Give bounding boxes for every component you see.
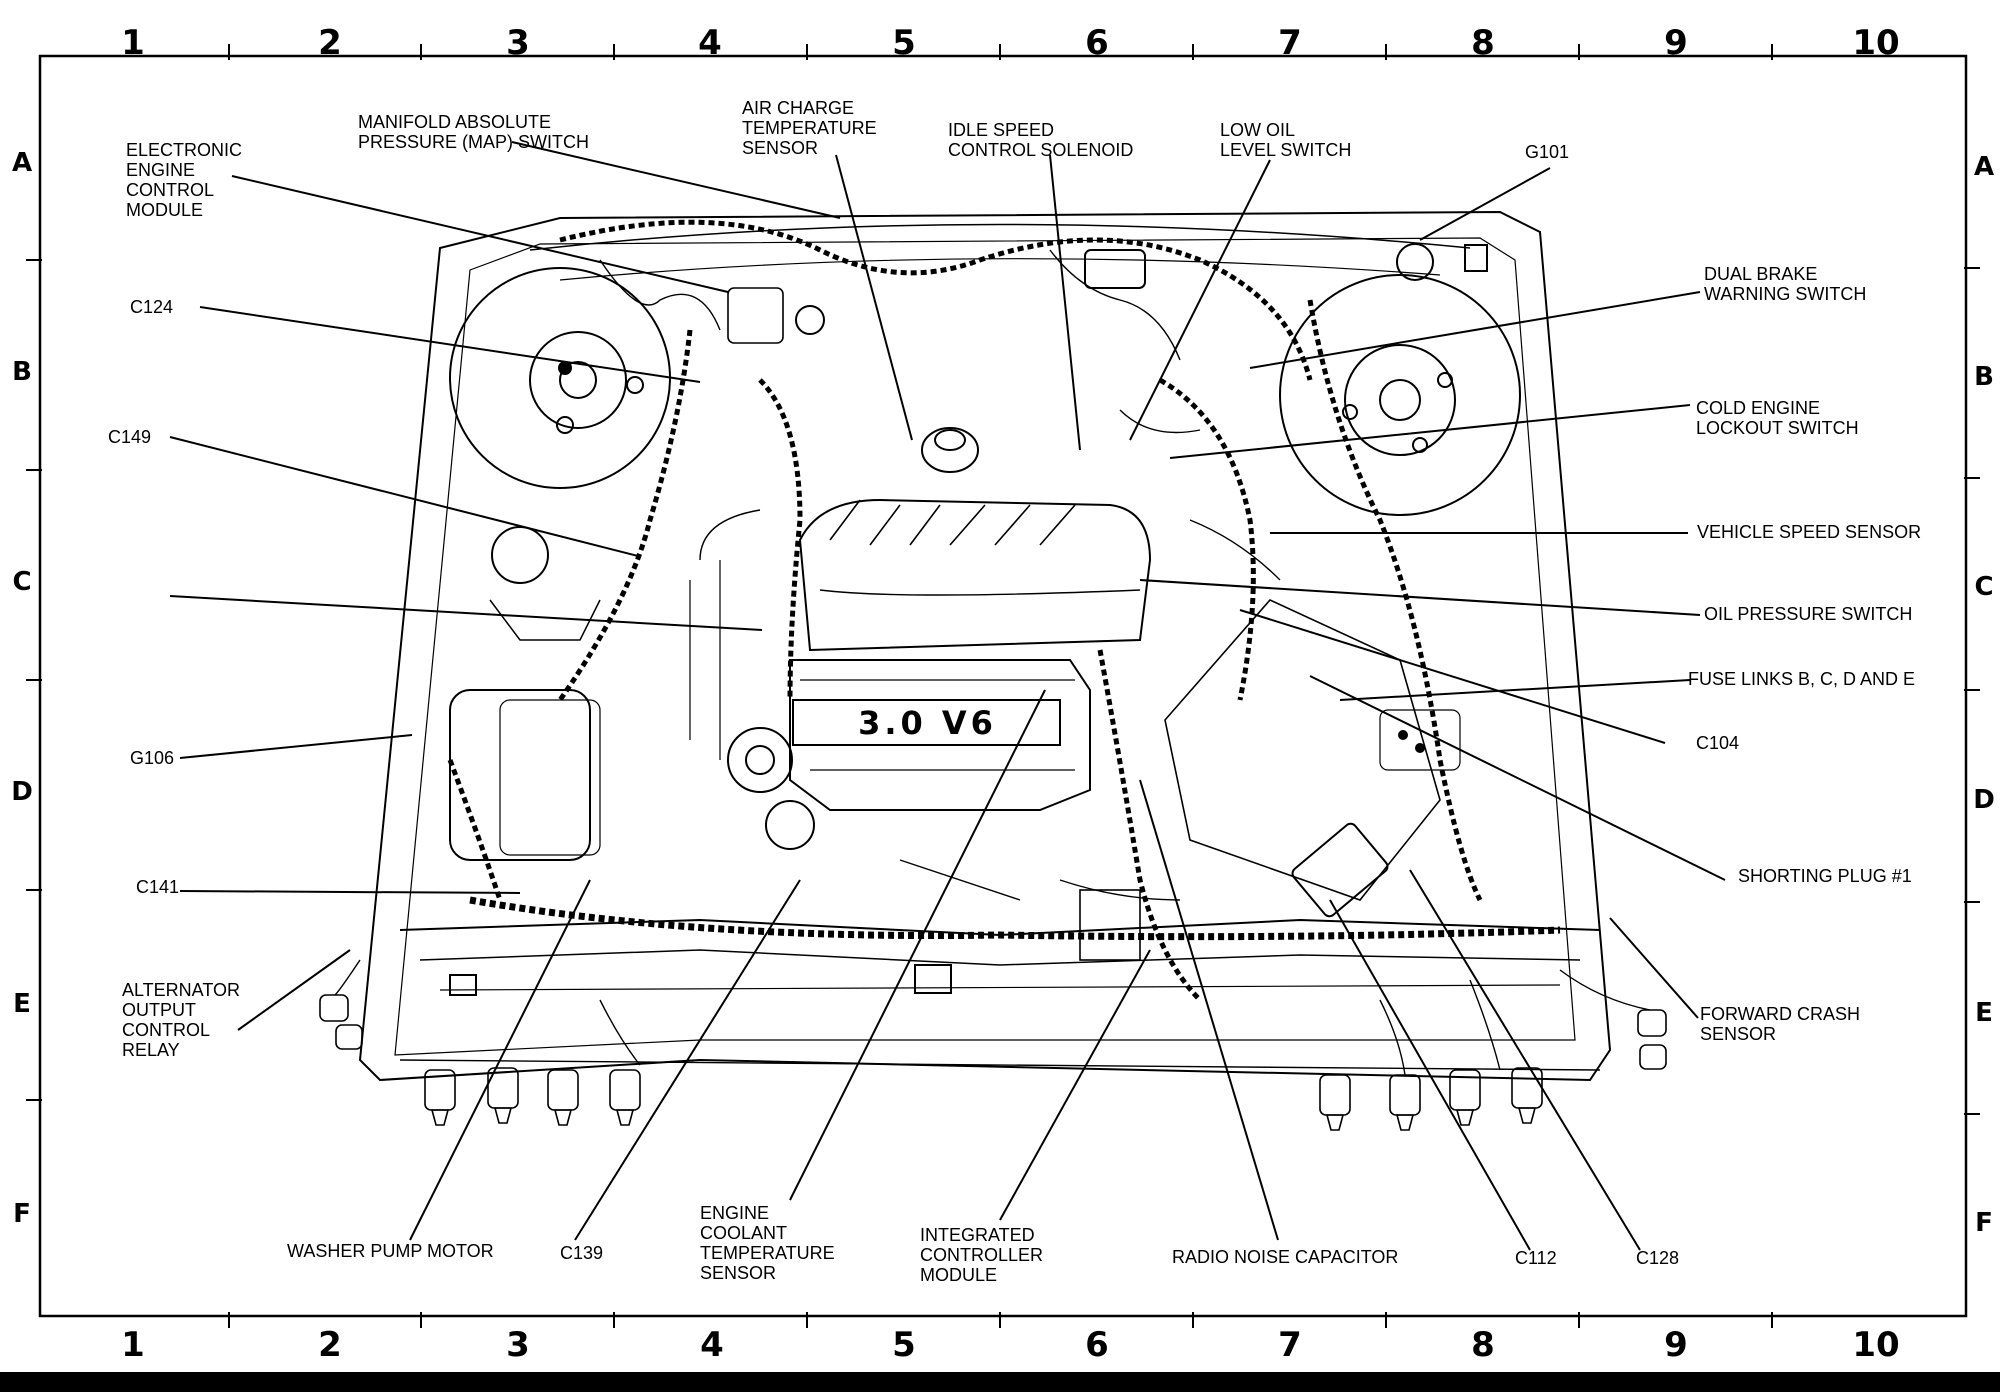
grid-col-bottom-2: 2 [318,1325,342,1365]
bottom-border-bar [0,1372,2000,1392]
grid-row-left-d: D [11,777,33,807]
label-vehicle-speed-sensor: VEHICLE SPEED SENSOR [1697,522,1922,542]
grid-col-top-7: 7 [1278,23,1302,63]
engine-badge-text: 3.0 V6 [858,704,997,742]
label-map-switch: MANIFOLD ABSOLUTE PRESSURE (MAP) SWITCH [358,112,590,152]
grid-col-bottom-5: 5 [892,1325,916,1365]
label-washer-pump-motor: WASHER PUMP MOTOR [287,1241,494,1261]
label-oil-pressure-switch: OIL PRESSURE SWITCH [1704,604,1913,624]
grid-row-right-b: B [1974,362,1994,392]
grid-row-right-e: E [1975,998,1993,1028]
label-electronic-engine-control-module: ELECTRONIC ENGINE CONTROL MODULE [126,140,243,220]
grid-col-bottom-4: 4 [700,1325,724,1365]
grid-row-left-c: C [12,567,32,597]
grid-col-top-6: 6 [1085,23,1109,63]
grid-col-top-9: 9 [1664,23,1688,63]
grid-col-bottom-8: 8 [1471,1325,1495,1365]
label-dual-brake-warning-switch: DUAL BRAKE WARNING SWITCH [1704,264,1867,304]
grid-row-right-f: F [1975,1208,1993,1238]
label-c141: C141 [136,877,180,897]
grid-col-bottom-3: 3 [506,1325,530,1365]
label-fuse-links: FUSE LINKS B, C, D AND E [1688,669,1916,689]
label-alternator-output-control-relay: ALTERNATOR OUTPUT CONTROL RELAY [122,980,241,1060]
label-c104: C104 [1696,733,1740,753]
label-air-charge-temperature-sensor: AIR CHARGE TEMPERATURE SENSOR [742,98,877,158]
label-radio-noise-capacitor: RADIO NOISE CAPACITOR [1172,1247,1399,1267]
grid-col-top-3: 3 [506,23,530,63]
grid-col-bottom-6: 6 [1085,1325,1109,1365]
label-low-oil-level-switch: LOW OIL LEVEL SWITCH [1220,120,1352,160]
grid-row-right-d: D [1973,785,1995,815]
label-shorting-plug: SHORTING PLUG #1 [1738,866,1912,886]
grid-col-top-2: 2 [318,23,342,63]
grid-col-top-8: 8 [1471,23,1495,63]
grid-col-bottom-1: 1 [121,1325,145,1365]
grid-row-left-b: B [12,357,32,387]
label-c139: C139 [560,1243,604,1263]
engine-badge-plate [792,699,1061,746]
label-c124: C124 [130,297,174,317]
grid-row-left-e: E [13,989,31,1019]
grid-col-top-1: 1 [121,23,145,63]
grid-col-bottom-9: 9 [1664,1325,1688,1365]
label-c128: C128 [1636,1248,1680,1268]
label-integrated-controller-module: INTEGRATED CONTROLLER MODULE [920,1225,1044,1285]
grid-col-top-10: 10 [1852,23,1900,63]
label-g101: G101 [1525,142,1570,162]
label-cold-engine-lockout-switch: COLD ENGINE LOCKOUT SWITCH [1696,398,1859,438]
grid-col-bottom-7: 7 [1278,1325,1302,1365]
grid-col-bottom-10: 10 [1852,1325,1900,1365]
label-c149: C149 [108,427,152,447]
grid-row-left-a: A [11,148,33,178]
label-c112: C112 [1515,1248,1557,1268]
grid-row-left-f: F [13,1199,31,1229]
label-forward-crash-sensor: FORWARD CRASH SENSOR [1700,1004,1861,1044]
grid-col-top-4: 4 [698,23,722,63]
grid-row-right-c: C [1974,572,1994,602]
label-g106: G106 [130,748,175,768]
label-idle-speed-control-solenoid: IDLE SPEED CONTROL SOLENOID [948,120,1134,160]
grid-row-right-a: A [1973,152,1995,182]
label-engine-coolant-temperature-sensor: ENGINE COOLANT TEMPERATURE SENSOR [700,1203,835,1283]
grid-col-top-5: 5 [892,23,916,63]
